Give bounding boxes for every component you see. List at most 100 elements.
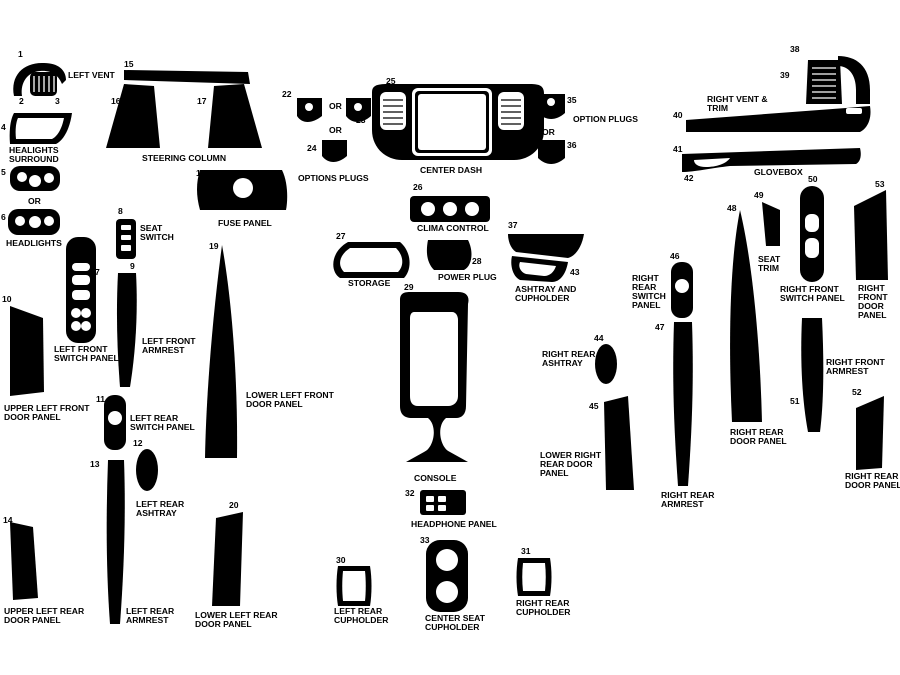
label-fuse-panel: FUSE PANEL <box>218 218 272 228</box>
part-number-32: 32 <box>405 488 415 498</box>
label-right-rear-switch-panel-1: RIGHT <box>632 273 659 283</box>
label-lower-right-rear-door-panel-1: LOWER RIGHT <box>540 450 602 460</box>
label-right-front-switch-panel-1: RIGHT FRONT <box>780 284 839 294</box>
part-number-7: 7 <box>95 267 100 277</box>
label-headlights: HEADLIGHTS <box>6 238 62 248</box>
part-number-15: 15 <box>124 59 134 69</box>
part-number-11: 11 <box>96 394 105 404</box>
label-right-front-door-panel-4: PANEL <box>858 310 887 320</box>
label-left-rear-armrest-1: LEFT REAR <box>126 606 175 616</box>
label-upper-left-rear-door-panel-2: DOOR PANEL <box>4 615 61 625</box>
label-right-rear-cupholder-2: CUPHOLDER <box>516 607 571 617</box>
label-right-rear-door-panel-b-1: RIGHT REAR <box>845 471 899 481</box>
part-number-18: 18 <box>196 168 206 178</box>
part-number-29: 29 <box>404 282 414 292</box>
label-center-seat-cupholder-1: CENTER SEAT <box>425 613 486 623</box>
part-20-lower-left-rear-door-panel <box>212 512 243 606</box>
part-13-left-rear-armrest <box>106 460 125 624</box>
part-18-fuse-panel <box>197 170 288 210</box>
part-number-3: 3 <box>55 96 60 106</box>
label-lower-left-rear-door-panel-2: DOOR PANEL <box>195 619 252 629</box>
label-or-plugs-1: OR <box>329 101 343 111</box>
label-healights-surround-1: HEALIGHTS <box>9 145 59 155</box>
part-26-clima-control <box>410 196 490 222</box>
label-left-vent: LEFT VENT <box>68 70 116 80</box>
label-or-headlights: OR <box>28 196 42 206</box>
part-14-upper-left-rear-door-panel <box>10 522 38 600</box>
label-left-rear-switch-panel-1: LEFT REAR <box>130 413 179 423</box>
part-number-35: 35 <box>567 95 577 105</box>
label-right-vent-trim-2: TRIM <box>707 103 728 113</box>
part-number-30: 30 <box>336 555 346 565</box>
part-15-steering-column-top <box>124 70 250 84</box>
part-5-headlights <box>10 166 60 191</box>
label-right-rear-ashtray-1: RIGHT REAR <box>542 349 596 359</box>
label-right-rear-switch-panel-4: PANEL <box>632 300 661 310</box>
label-healights-surround-2: SURROUND <box>9 154 59 164</box>
label-right-rear-door-panel-2: DOOR PANEL <box>730 436 787 446</box>
part-number-47: 47 <box>655 322 665 332</box>
part-number-43: 43 <box>570 267 580 277</box>
label-seat-switch-2: SWITCH <box>140 232 174 242</box>
label-right-front-switch-panel-2: SWITCH PANEL <box>780 293 845 303</box>
part-number-2: 2 <box>19 96 24 106</box>
part-number-45: 45 <box>589 401 599 411</box>
part-52-right-rear-door-panel <box>856 396 884 470</box>
part-51-right-front-armrest <box>801 318 824 432</box>
part-48-right-rear-door-panel <box>730 210 762 422</box>
part-number-10: 10 <box>2 294 12 304</box>
part-number-36: 36 <box>567 140 577 150</box>
part-50-right-front-switch-panel <box>800 186 824 282</box>
label-right-front-door-panel-1: RIGHT <box>858 283 885 293</box>
label-right-rear-armrest-2: ARMREST <box>661 499 704 509</box>
part-40-right-dash-trim <box>686 106 871 132</box>
part-number-33: 33 <box>420 535 430 545</box>
part-11-left-rear-switch-panel <box>104 395 126 450</box>
part-number-46: 46 <box>670 251 680 261</box>
part-8-seat-switch <box>116 219 136 259</box>
part-number-44: 44 <box>594 333 604 343</box>
part-number-26: 26 <box>413 182 423 192</box>
label-left-rear-armrest-2: ARMREST <box>126 615 169 625</box>
part-31-right-rear-cupholder <box>516 558 552 596</box>
part-32-headphone-panel <box>420 490 466 515</box>
label-upper-left-front-door-panel-1: UPPER LEFT FRONT <box>4 403 90 413</box>
label-right-front-door-panel-2: FRONT <box>858 292 888 302</box>
part-number-1: 1 <box>18 49 23 59</box>
part-number-38: 38 <box>790 44 800 54</box>
part-number-5: 5 <box>1 167 6 177</box>
part-53-right-front-door-panel <box>854 190 888 280</box>
part-43-cupholder <box>511 256 568 282</box>
part-44-right-rear-ashtray <box>595 344 617 384</box>
part-36-option-plug <box>538 140 565 164</box>
part-25-center-dash <box>372 84 544 160</box>
part-number-34: 34 <box>506 132 516 142</box>
part-number-19: 19 <box>209 241 219 251</box>
part-6-headlights <box>8 209 60 235</box>
part-number-16: 16 <box>111 96 121 106</box>
part-number-6: 6 <box>1 212 6 222</box>
part-number-51: 51 <box>790 396 800 406</box>
part-number-9: 9 <box>130 261 135 271</box>
part-10-upper-left-front-door-panel <box>10 306 44 396</box>
label-lower-left-front-door-panel-2: DOOR PANEL <box>246 399 303 409</box>
part-number-21: 21 <box>389 132 399 142</box>
label-right-rear-switch-panel-2: REAR <box>632 282 657 292</box>
label-upper-left-front-door-panel-2: DOOR PANEL <box>4 412 61 422</box>
label-headphone-panel: HEADPHONE PANEL <box>411 519 497 529</box>
label-left-front-armrest-2: ARMREST <box>142 345 185 355</box>
part-9-left-front-armrest <box>116 273 137 387</box>
label-seat-trim-1: SEAT <box>758 254 781 264</box>
part-number-48: 48 <box>727 203 737 213</box>
label-left-rear-ashtray-1: LEFT REAR <box>136 499 185 509</box>
part-49-seat-trim <box>762 202 780 246</box>
part-22-option-plug <box>297 98 322 122</box>
part-number-52: 52 <box>852 387 862 397</box>
part-number-8: 8 <box>118 206 123 216</box>
label-left-rear-cupholder-1: LEFT REAR <box>334 606 383 616</box>
label-ashtray-cupholder-2: CUPHOLDER <box>515 293 570 303</box>
part-number-27: 27 <box>336 231 346 241</box>
label-left-front-armrest-1: LEFT FRONT <box>142 336 196 346</box>
part-number-25: 25 <box>386 76 396 86</box>
label-right-front-door-panel-3: DOOR <box>858 301 885 311</box>
